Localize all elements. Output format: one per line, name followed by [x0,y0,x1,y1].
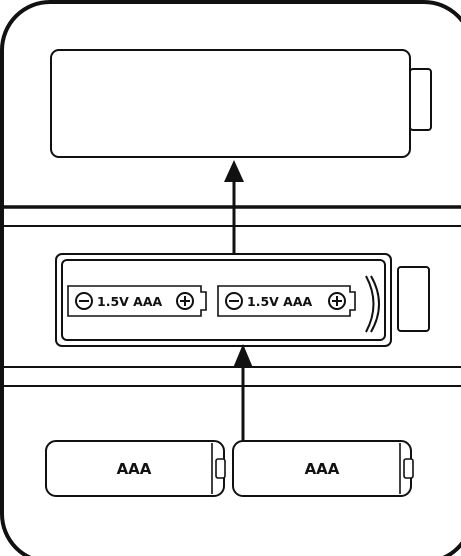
slot-2-label: 1.5V AAA [247,294,313,309]
battery-1-label: AAA [117,460,152,478]
combined-battery-outline [50,49,432,158]
battery-compartment: 1.5V AAA 1.5V AAA [55,253,430,347]
arrow-to-combined [224,160,244,254]
slot-1-label: 1.5V AAA [97,294,163,309]
battery-2: AAA [232,440,414,497]
slot-1: 1.5V AAA [67,285,207,317]
battery-2-label: AAA [305,460,340,478]
battery-1: AAA [45,440,226,497]
slot-2: 1.5V AAA [217,285,356,317]
cover-rails [0,205,461,387]
arrow-insert-batteries [233,344,253,442]
